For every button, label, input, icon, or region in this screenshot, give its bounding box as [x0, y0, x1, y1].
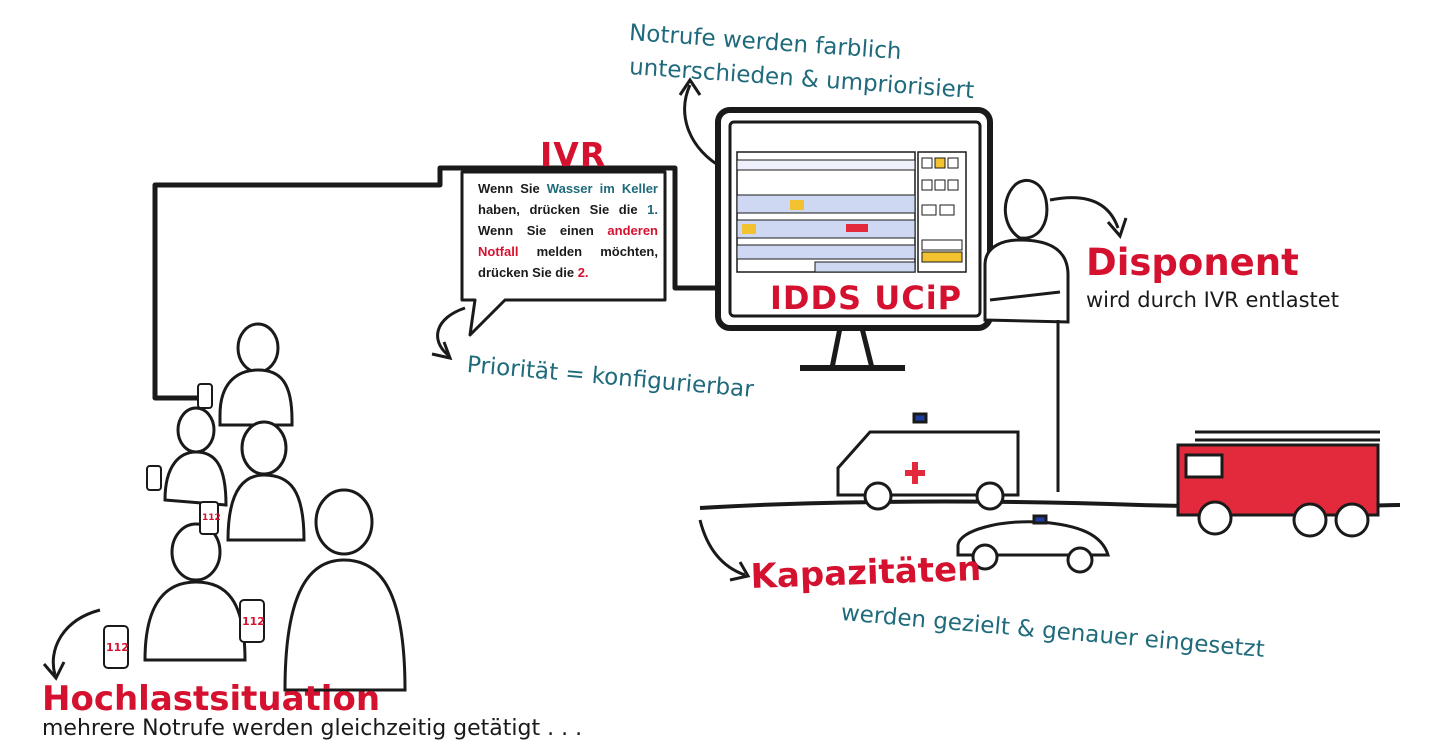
- arrow-kapazitaeten: [698, 519, 746, 577]
- kapazitaeten-title: Kapazitäten: [749, 548, 982, 597]
- hochlast-caption: mehrere Notrufe werden gleichzeitig getä…: [42, 716, 583, 741]
- hochlast-title: Hochlastsituation: [42, 679, 381, 719]
- arrow-prio: [436, 306, 466, 357]
- bubble-option-2: 2.: [577, 265, 589, 280]
- arrow-disponent: [1049, 196, 1120, 229]
- phone-number-label: 112: [242, 615, 265, 628]
- caller-figures: [143, 322, 407, 692]
- bubble-highlight-wasser: Wasser im Keller: [546, 181, 658, 196]
- disponent-figure: [983, 179, 1070, 324]
- idds-ucip-label: IDDS UCiP: [770, 279, 963, 317]
- ivr-title: IVR: [540, 135, 607, 174]
- phone-number-label: 112: [202, 513, 221, 523]
- phones: [103, 383, 265, 669]
- disponent-title: Disponent: [1086, 241, 1299, 284]
- arrow-notrufe: [683, 84, 724, 170]
- phone-number-label: 112: [106, 641, 129, 654]
- ambulance: [836, 412, 1020, 511]
- disponent-caption: wird durch IVR entlastet: [1086, 288, 1339, 312]
- bubble-text-part: melden möchten, drücken Sie die: [478, 244, 658, 280]
- bubble-highlight-notfall: anderen Notfall: [478, 223, 658, 259]
- bubble-text-part: Wenn Sie: [478, 181, 547, 196]
- speech-bubble: [460, 170, 667, 337]
- monitor: [715, 107, 993, 371]
- bubble-text-part: Wenn Sie einen: [478, 223, 608, 238]
- fire-truck: [1176, 430, 1380, 538]
- ivr-bubble-text: Wenn Sie Wasser im Keller haben, drücken…: [478, 178, 658, 283]
- bubble-text-part: haben, drücken Sie die: [478, 202, 648, 217]
- bubble-option-1: 1.: [647, 202, 658, 217]
- police-car: [956, 514, 1111, 574]
- connector-line: [152, 165, 718, 401]
- arrow-hochlast: [51, 608, 101, 676]
